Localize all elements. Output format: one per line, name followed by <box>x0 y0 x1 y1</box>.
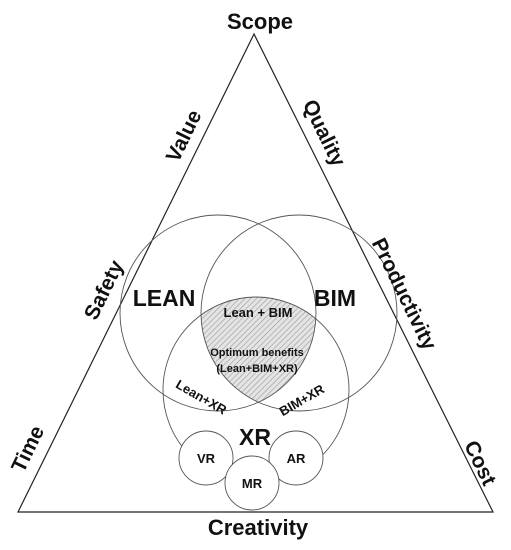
scope-label: Scope <box>227 9 293 34</box>
outer-triangle <box>17 32 494 513</box>
quality-label: Quality <box>298 96 350 170</box>
vr-label: VR <box>197 451 216 466</box>
lean-bim-label: Lean + BIM <box>224 305 293 320</box>
center-label-line1: Optimum benefits <box>210 347 304 359</box>
productivity-label: Productivity <box>367 235 441 354</box>
center-label-line2: (Lean+BIM+XR) <box>216 363 298 375</box>
mr-circle <box>224 455 280 511</box>
mr-label: MR <box>242 476 263 491</box>
cost-label: Cost <box>459 437 500 489</box>
bim-circle <box>200 214 398 412</box>
xr-label: XR <box>239 424 271 450</box>
lean-circle <box>119 214 317 412</box>
ar-label: AR <box>287 451 306 466</box>
vr-circle <box>178 430 234 486</box>
creativity-label: Creativity <box>208 515 309 540</box>
ar-circle <box>268 430 324 486</box>
lean-xr-label: Lean+XR <box>173 377 230 418</box>
triple-intersection <box>201 297 316 411</box>
time-label: Time <box>7 422 49 476</box>
bim-xr-label: BIM+XR <box>277 381 328 419</box>
bim-label: BIM <box>314 285 356 311</box>
lean-label: LEAN <box>133 285 196 311</box>
value-label: Value <box>162 106 207 165</box>
safety-label: Safety <box>80 256 128 323</box>
